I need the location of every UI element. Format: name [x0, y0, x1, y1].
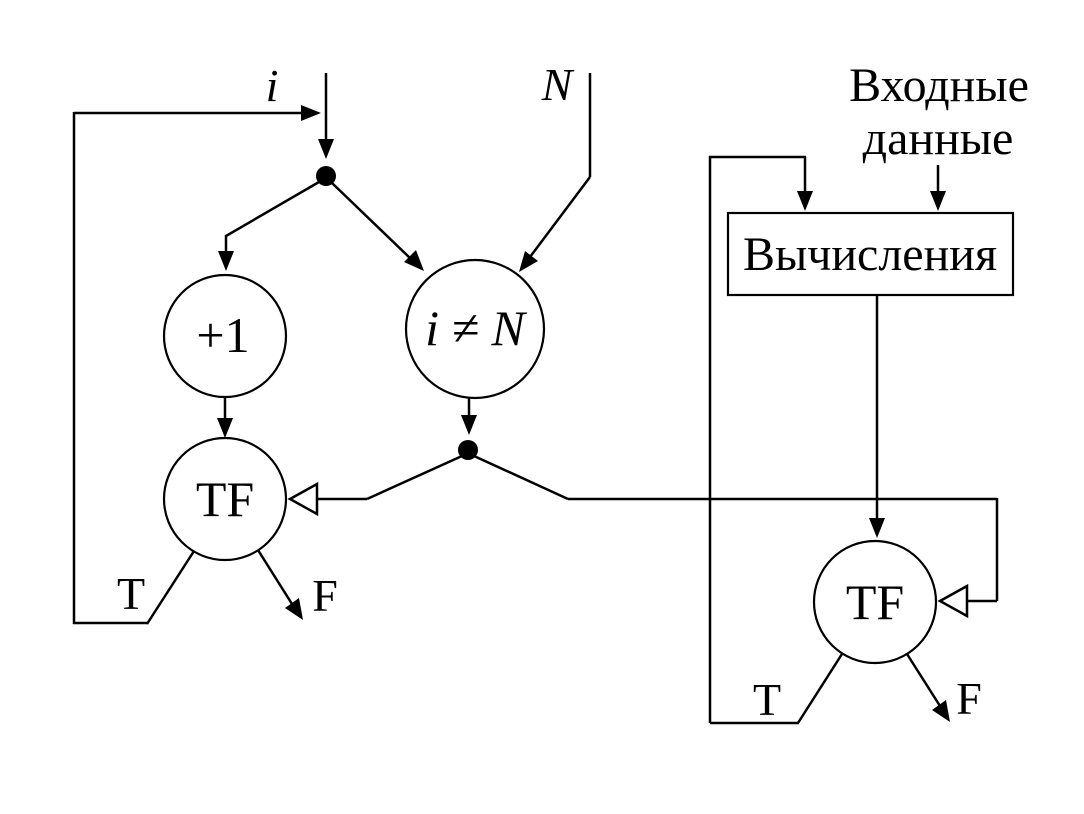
junction-to-right-diagonal-edge: [473, 454, 569, 501]
gate-left-node-circle: [162, 436, 288, 562]
counter-var-label: i: [266, 60, 279, 111]
gate-control-connection: [473, 454, 999, 619]
gate-left-control-open-arrowhead-icon: [287, 481, 319, 517]
true-branch-left-edge: [145, 550, 196, 625]
gate-left-false-label: F: [312, 570, 338, 621]
feedback-arrowhead-icon: [301, 105, 321, 121]
condition-in-left-arrowhead-icon: [404, 250, 424, 271]
compute-node-label: Вычисления: [743, 228, 997, 281]
junction-dot-bottom: [458, 440, 478, 460]
limit-var-label: N: [541, 59, 575, 110]
condition-node-circle: [404, 258, 546, 400]
input-data-arrowhead-icon: [930, 191, 946, 211]
gate-left-node-label: TF: [196, 471, 254, 527]
false-branch-right-edge: [905, 653, 942, 707]
bottom-junction-arrowhead-icon: [461, 415, 477, 435]
counter-loop-subgraph: +1 i ≠ N TF T F i N: [72, 59, 592, 625]
compute-node-box: [726, 211, 1015, 297]
true-branch-right-edge: [796, 653, 844, 724]
limit-diagonal-edge: [529, 176, 591, 258]
compute-loop-subgraph: Входные данные Вычисления TF T F: [708, 59, 1029, 725]
gate-right-node-circle: [812, 539, 938, 665]
gate-left-true-label: T: [117, 568, 145, 619]
counter-input-arrowhead-icon: [318, 139, 334, 159]
gate-right-node-label: TF: [846, 574, 904, 630]
junction-dot-top: [316, 166, 336, 186]
increment-node-label: +1: [196, 307, 249, 363]
junction-to-gate-left-diagonal-edge: [366, 454, 463, 501]
false-branch-left-edge: [256, 549, 294, 605]
input-data-label-line2: данные: [863, 112, 1014, 165]
junction-to-condition-edge: [331, 182, 412, 260]
gate-right-in-arrowhead-icon: [869, 518, 885, 538]
false-branch-right-arrowhead-icon: [932, 700, 950, 722]
gate-left-in-arrowhead-icon: [217, 418, 233, 438]
compute-feedback-arrowhead-icon: [797, 191, 813, 211]
gate-right-true-label: T: [753, 674, 781, 725]
input-data-label-line1: Входные: [849, 59, 1029, 112]
condition-node-label: i ≠ N: [425, 300, 527, 356]
false-branch-left-arrowhead-icon: [285, 598, 303, 620]
junction-to-increment-edge: [224, 180, 320, 254]
gate-right-control-open-arrowhead-icon: [937, 583, 969, 619]
condition-in-right-arrowhead-icon: [519, 251, 538, 272]
gate-right-false-label: F: [956, 673, 982, 724]
increment-in-arrowhead-icon: [218, 251, 234, 271]
